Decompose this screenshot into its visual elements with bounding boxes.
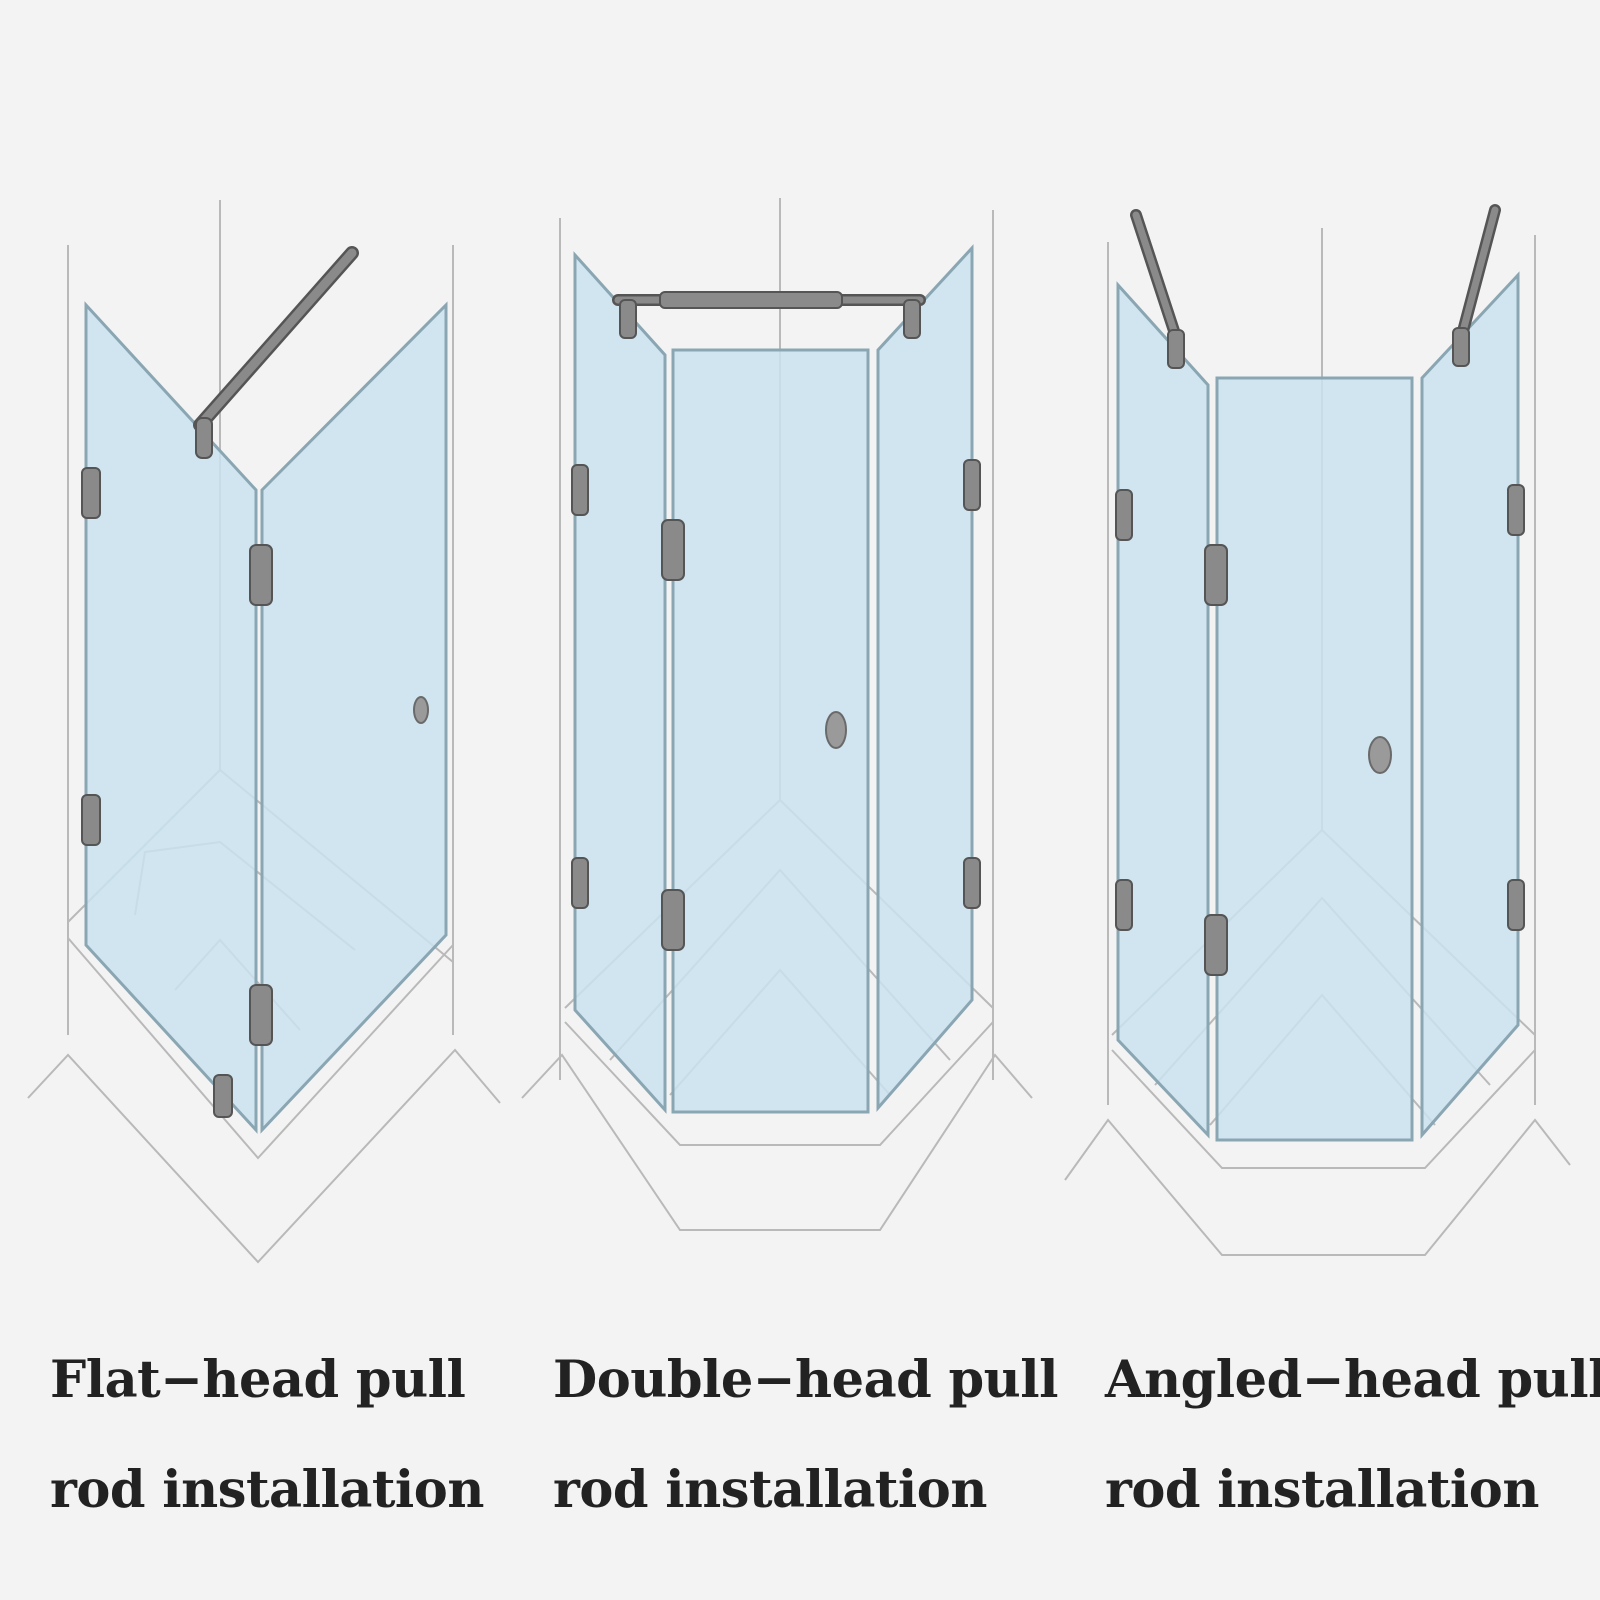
hinge-icon [1115, 484, 1525, 976]
double-head-shower-diagram [521, 198, 1033, 1231]
caption-angled-head: Angled−head pull rod installation [1105, 1325, 1600, 1545]
caption-line-2: rod installation [553, 1460, 987, 1520]
double-head-pull-rod [612, 291, 926, 339]
angled-head-shower-diagram [1064, 204, 1571, 1256]
glass-panel-left [1116, 281, 1210, 1139]
angled-head-pull-rod-left [1130, 209, 1185, 369]
glass-panel-right [260, 301, 448, 1134]
glass-panel-front [1215, 376, 1414, 1142]
door-knob-icon [413, 696, 429, 724]
caption-line-2: rod installation [50, 1460, 484, 1520]
caption-line-1: Flat−head pull [50, 1350, 466, 1410]
hinge-icon [81, 467, 273, 1118]
flat-head-shower-diagram [27, 200, 501, 1264]
glass-panel-left [573, 251, 667, 1114]
glass-panel-front [671, 348, 870, 1114]
caption-line-1: Angled−head pull [1105, 1350, 1600, 1410]
glass-panel-right [876, 244, 974, 1113]
caption-double-head: Double−head pull rod installation [553, 1325, 1059, 1545]
flat-head-pull-rod [193, 246, 359, 459]
glass-panel-right [1420, 271, 1520, 1139]
door-knob-icon [825, 711, 847, 749]
hinge-icon [571, 459, 981, 951]
caption-flat-head: Flat−head pull rod installation [50, 1325, 484, 1545]
caption-line-2: rod installation [1105, 1460, 1539, 1520]
door-knob-icon [1368, 736, 1392, 774]
caption-line-1: Double−head pull [553, 1350, 1059, 1410]
angled-head-pull-rod-right [1452, 204, 1501, 367]
